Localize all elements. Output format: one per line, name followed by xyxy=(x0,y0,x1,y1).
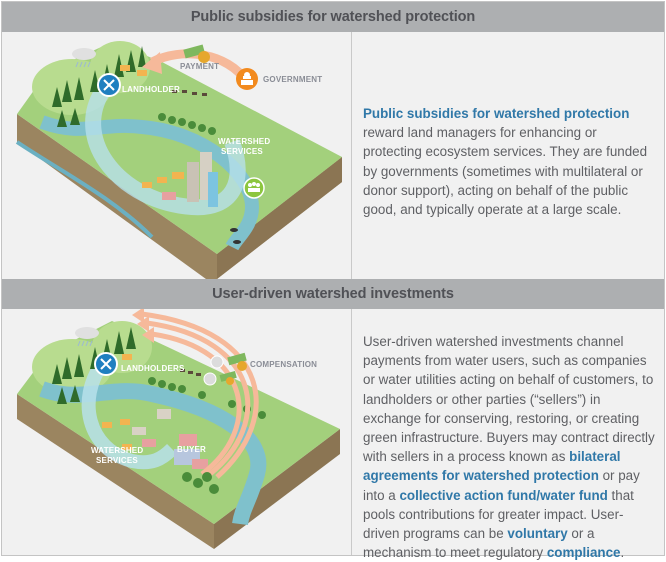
money-icon xyxy=(183,44,210,63)
landholders-label: LANDHOLDERS xyxy=(121,364,185,373)
watershed-services-label-line1: WATERSHED xyxy=(218,137,270,146)
rain-cloud-icon xyxy=(72,48,96,68)
user-driven-illustration: COMPENSATION LANDHOLDERS BUYER WATERSHED… xyxy=(2,307,351,555)
buyer-label: BUYER xyxy=(177,445,206,454)
trees xyxy=(182,472,219,494)
people-glyph xyxy=(248,182,260,192)
handshake-icons xyxy=(203,355,224,386)
watershed-services-arrow xyxy=(85,87,246,216)
description-text: or pay into a xyxy=(363,468,640,503)
village-houses xyxy=(120,65,184,200)
column-divider xyxy=(351,32,352,279)
watershed-services-label-line1: WATERSHED xyxy=(91,446,143,455)
description-text: User-driven watershed investments channe… xyxy=(363,334,655,465)
soil-right-face xyxy=(217,157,342,279)
river-side xyxy=(15,140,154,239)
buyer-buildings xyxy=(174,434,208,469)
village-houses xyxy=(102,354,171,450)
payment-label: PAYMENT xyxy=(180,62,219,71)
government-label: GOVERNMENT xyxy=(263,75,322,84)
description-text: . xyxy=(620,545,625,561)
user-driven-description: User-driven watershed investments channe… xyxy=(363,332,655,562)
term-compliance: compliance xyxy=(546,545,621,561)
term-collective-action-fund: collective action fund/water fund xyxy=(399,487,608,503)
column-divider xyxy=(351,309,352,555)
watershed-services-arrow xyxy=(81,359,177,470)
ducks xyxy=(230,228,241,244)
description-text: that pools contributions for greater imp… xyxy=(363,487,634,542)
public-subsidies-description: Public subsidies for watershed protectio… xyxy=(363,104,655,219)
section-header-public-subsidies: Public subsidies for watershed protectio… xyxy=(2,2,664,32)
term-bilateral-agreements: bilateral agreements for watershed prote… xyxy=(363,449,621,484)
soil-left-face xyxy=(17,394,214,549)
section-header-user-driven: User-driven watershed investments xyxy=(2,279,664,309)
tools-glyph xyxy=(100,358,112,370)
compensation-arrowheads xyxy=(132,307,154,343)
compensation-label: COMPENSATION xyxy=(250,360,317,369)
compensation-arrows xyxy=(141,311,259,479)
riparian-trees xyxy=(158,113,216,135)
description-body: reward land managers for enhancing or pr… xyxy=(363,125,648,218)
cattle xyxy=(172,90,207,96)
term-voluntary: voluntary xyxy=(507,526,568,542)
public-subsidies-illustration: PAYMENT GOVERNMENT LANDHOLDER WATERSHED … xyxy=(2,32,351,287)
term-public-subsidies: Public subsidies for watershed protectio… xyxy=(363,106,630,121)
riparian-trees xyxy=(148,377,266,419)
tools-glyph xyxy=(103,79,115,91)
section-user-driven: COMPENSATION LANDHOLDERS BUYER WATERSHED… xyxy=(2,307,664,560)
watershed-landscape-diagram: COMPENSATION LANDHOLDERS BUYER WATERSHED… xyxy=(17,307,340,549)
description-text: or a mechanism to meet regulatory xyxy=(363,526,595,561)
city-buildings xyxy=(187,152,218,207)
watershed-landscape-diagram: PAYMENT GOVERNMENT LANDHOLDER WATERSHED … xyxy=(15,41,342,287)
watershed-services-label-line2: SERVICES xyxy=(221,147,263,156)
money-icon xyxy=(219,352,247,385)
section-public-subsidies: PAYMENT GOVERNMENT LANDHOLDER WATERSHED … xyxy=(2,32,664,287)
landholder-label: LANDHOLDER xyxy=(122,85,180,94)
payment-arrowhead xyxy=(142,52,162,74)
capitol-glyph xyxy=(241,72,253,85)
watershed-services-label-line2: SERVICES xyxy=(96,456,138,465)
rain-cloud-icon xyxy=(75,327,99,347)
cattle xyxy=(180,369,201,376)
